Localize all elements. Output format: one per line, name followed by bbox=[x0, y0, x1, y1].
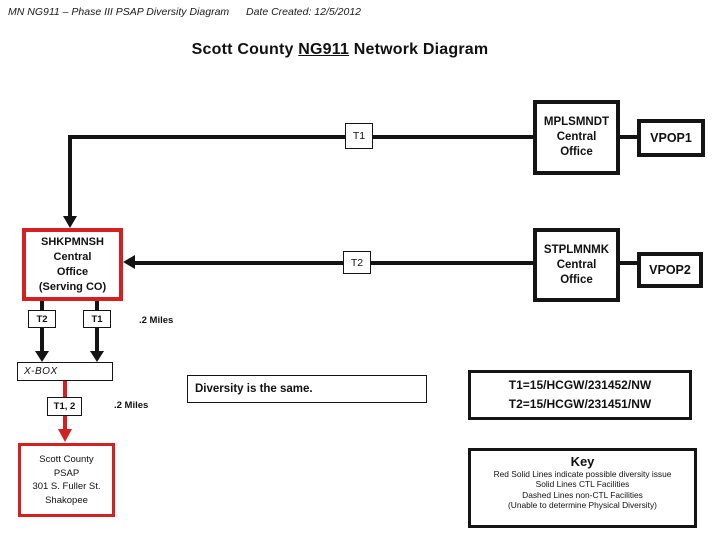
circuit-id-box: T1=15/HCGW/231452/NW T2=15/HCGW/231451/N… bbox=[468, 370, 692, 420]
legend-line-solid-ctl: Solid Lines CTL Facilities bbox=[535, 479, 630, 490]
legend-key-box: Key Red Solid Lines indicate possible di… bbox=[468, 448, 697, 528]
node-shkp-line2: Central bbox=[53, 250, 92, 263]
circuit-tag-t1-top: T1 bbox=[345, 123, 373, 149]
node-psap-line4: Shakopee bbox=[45, 494, 88, 506]
connector-t1-horizontal bbox=[70, 135, 533, 139]
connector-t12-psap-red bbox=[63, 416, 67, 430]
legend-line-unable: (Unable to determine Physical Diversity) bbox=[508, 500, 657, 511]
node-shkp-line1: SHKPMNSH bbox=[41, 235, 104, 248]
circuit-tag-t2-local: T2 bbox=[28, 310, 56, 328]
circuit-id-t1: T1=15/HCGW/231452/NW bbox=[508, 378, 652, 392]
diversity-note-text: Diversity is the same. bbox=[195, 383, 313, 395]
arrowhead-t2-into-xbox bbox=[35, 351, 49, 362]
node-stpl-central-office: STPLMNMK Central Office bbox=[533, 228, 620, 302]
legend-line-dashed: Dashed Lines non-CTL Facilities bbox=[522, 489, 643, 500]
arrowhead-into-shkp-top bbox=[63, 216, 77, 228]
node-xbox: X-BOX bbox=[17, 362, 113, 381]
connector-mpls-vpop1 bbox=[620, 135, 637, 139]
node-psap-line1: Scott County bbox=[39, 454, 94, 465]
circuit-id-t2: T2=15/HCGW/231451/NW bbox=[508, 397, 652, 411]
legend-key-title: Key bbox=[570, 454, 595, 469]
circuit-tag-t12: T1, 2 bbox=[47, 397, 82, 416]
arrowhead-into-shkp-right bbox=[123, 255, 135, 269]
connector-shkp-t1-lower bbox=[95, 328, 99, 351]
connector-shkp-t2-upper bbox=[40, 301, 44, 310]
node-vpop2-label: VPOP2 bbox=[649, 262, 691, 277]
node-scott-county-psap: Scott County PSAP 301 S. Fuller St. Shak… bbox=[18, 443, 115, 517]
node-mpls-line3: Office bbox=[560, 146, 593, 158]
node-shkp-line4: (Serving CO) bbox=[38, 280, 107, 293]
circuit-tag-t12-label: T1, 2 bbox=[53, 401, 76, 412]
connector-t2-horizontal bbox=[133, 261, 533, 265]
node-stpl-line3: Office bbox=[560, 273, 593, 286]
node-vpop1-label: VPOP1 bbox=[650, 130, 692, 145]
legend-line-red-solid: Red Solid Lines indicate possible divers… bbox=[493, 469, 672, 479]
node-shkp-serving-central-office: SHKPMNSH Central Office (Serving CO) bbox=[22, 228, 123, 301]
node-mpls-central-office: MPLSMNDT Central Office bbox=[533, 100, 620, 175]
node-stpl-line1: STPLMNMK bbox=[543, 243, 610, 256]
node-shkp-line3: Office bbox=[56, 265, 89, 278]
title-ng911-underlined: NG911 bbox=[298, 41, 350, 58]
circuit-tag-t1-top-label: T1 bbox=[352, 130, 366, 142]
arrowhead-into-psap-red bbox=[58, 429, 72, 442]
title-suffix: Network Diagram bbox=[349, 41, 489, 58]
diversity-note-box: Diversity is the same. bbox=[187, 375, 427, 403]
circuit-tag-t1-local-label: T1 bbox=[91, 313, 103, 325]
node-mpls-line2: Central bbox=[556, 131, 597, 143]
node-vpop2: VPOP2 bbox=[637, 252, 703, 288]
connector-shkp-t1-upper bbox=[95, 301, 99, 310]
distance-label-xbox-psap: .2 Miles bbox=[114, 400, 149, 411]
node-psap-line3: 301 S. Fuller St. bbox=[32, 481, 101, 492]
node-stpl-line2: Central bbox=[556, 258, 597, 271]
connector-xbox-t12-red bbox=[63, 380, 67, 398]
distance-label-co-xbox: .2 Miles bbox=[139, 315, 174, 326]
circuit-tag-t2-mid: T2 bbox=[343, 251, 371, 274]
connector-shkp-t2-lower bbox=[40, 328, 44, 351]
diagram-title: Scott County NG911 Network Diagram bbox=[20, 41, 660, 59]
circuit-tag-t2-mid-label: T2 bbox=[350, 256, 364, 269]
node-xbox-label: X-BOX bbox=[24, 366, 58, 377]
circuit-tag-t1-local: T1 bbox=[83, 310, 111, 328]
node-mpls-line1: MPLSMNDT bbox=[543, 116, 610, 128]
connector-stpl-vpop2 bbox=[620, 261, 637, 265]
circuit-tag-t2-local-label: T2 bbox=[36, 313, 48, 325]
node-vpop1: VPOP1 bbox=[637, 119, 705, 157]
connector-t1-vertical bbox=[68, 135, 72, 216]
title-prefix: Scott County bbox=[191, 41, 299, 58]
document-header-title: MN NG911 – Phase III PSAP Diversity Diag… bbox=[8, 6, 230, 18]
arrowhead-t1-into-xbox bbox=[90, 351, 104, 362]
document-header-date: Date Created: 12/5/2012 bbox=[246, 6, 361, 18]
node-psap-line2: PSAP bbox=[53, 467, 80, 479]
